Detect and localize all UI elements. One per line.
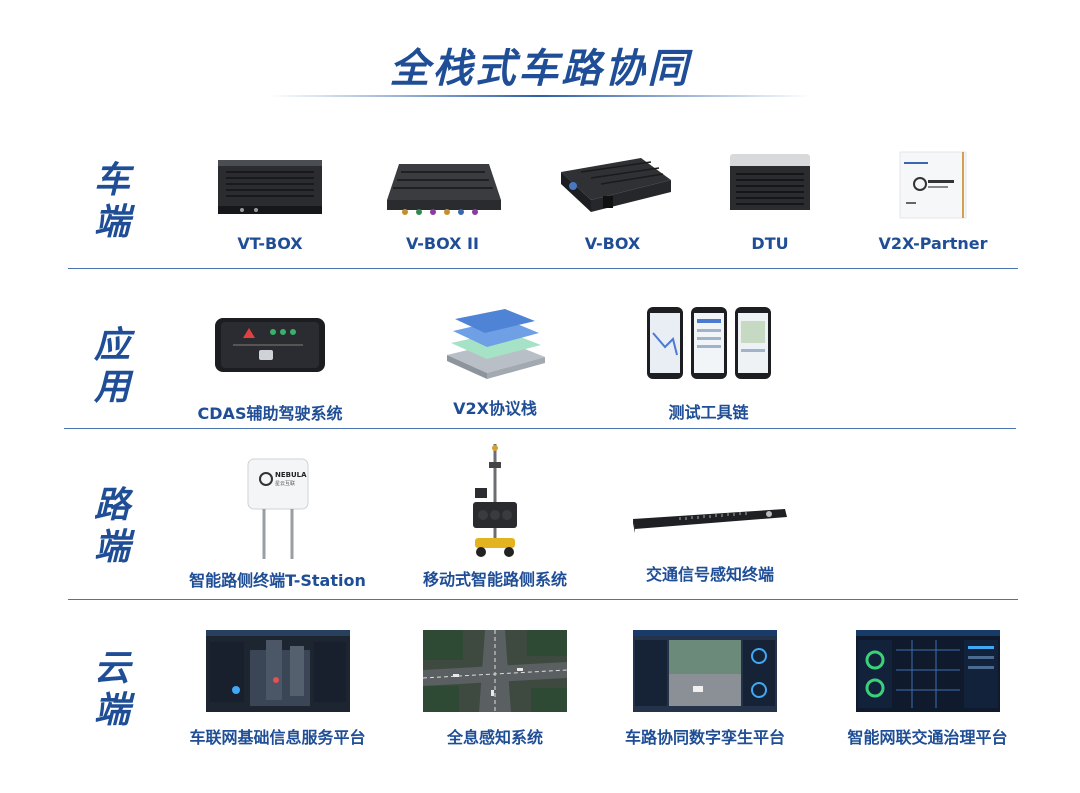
platform-traffic-governance[interactable]: 智能网联交通治理平台 bbox=[835, 630, 1020, 748]
page-title: 全栈式车路协同 bbox=[389, 46, 691, 92]
basic-info-service-screenshot bbox=[205, 630, 350, 712]
product-dtu[interactable]: DTU bbox=[715, 150, 825, 253]
traffic-governance-screenshot bbox=[855, 630, 1000, 712]
caption-t-station: 智能路侧终端T-Station bbox=[189, 571, 366, 590]
row-label-application-text: 应用 bbox=[93, 325, 130, 408]
v-box-ii-image bbox=[386, 164, 501, 215]
v2x-stack-image bbox=[447, 309, 545, 379]
row-label-vehicle-text: 车端 bbox=[93, 160, 130, 243]
product-v-box[interactable]: V-BOX bbox=[545, 150, 680, 253]
product-vt-box[interactable]: VT-BOX bbox=[200, 150, 340, 253]
caption-holographic-perception: 全息感知系统 bbox=[446, 728, 543, 747]
title-underline bbox=[270, 95, 810, 97]
caption-vt-box: VT-BOX bbox=[237, 234, 303, 253]
caption-cdas: CDAS辅助驾驶系统 bbox=[197, 404, 343, 423]
caption-test-toolchain: 测试工具链 bbox=[668, 403, 749, 422]
divider-1 bbox=[68, 268, 1018, 269]
row-label-vehicle: 车端 bbox=[88, 160, 136, 244]
row-label-road-text: 路端 bbox=[93, 485, 130, 568]
divider-3 bbox=[68, 599, 1018, 600]
row-label-cloud-text: 云端 bbox=[93, 648, 130, 731]
test-toolchain-phones-image bbox=[646, 307, 771, 379]
mobile-roadside-image bbox=[473, 444, 517, 557]
product-signal-terminal[interactable]: 交通信号感知终端 bbox=[625, 495, 795, 585]
caption-digital-twin: 车路协同数字孪生平台 bbox=[624, 728, 785, 747]
caption-v-box: V-BOX bbox=[584, 234, 641, 253]
platform-digital-twin[interactable]: 车路协同数字孪生平台 bbox=[610, 630, 800, 748]
caption-traffic-governance: 智能网联交通治理平台 bbox=[847, 728, 1008, 747]
vt-box-image bbox=[218, 160, 322, 214]
product-test-toolchain[interactable]: 测试工具链 bbox=[636, 303, 781, 423]
product-t-station[interactable]: NEBULA 星云互联 智能路侧终端T-Station bbox=[180, 455, 375, 591]
holographic-perception-screenshot bbox=[423, 630, 567, 712]
v-box-image bbox=[560, 158, 671, 212]
t-station-image: NEBULA 星云互联 bbox=[247, 458, 308, 559]
caption-v-box-ii: V-BOX II bbox=[406, 234, 479, 253]
dtu-image bbox=[730, 154, 810, 210]
caption-basic-info-service: 车联网基础信息服务平台 bbox=[189, 728, 366, 747]
t-station-logo-sub: 星云互联 bbox=[275, 480, 295, 487]
caption-v2x-partner: V2X-Partner bbox=[878, 234, 988, 253]
platform-holographic-perception[interactable]: 全息感知系统 bbox=[415, 630, 575, 748]
signal-terminal-image bbox=[633, 509, 787, 533]
cdas-phone-image bbox=[215, 318, 325, 372]
caption-mobile-roadside: 移动式智能路侧系统 bbox=[422, 570, 567, 589]
row-label-cloud: 云端 bbox=[88, 648, 136, 732]
caption-v2x-stack: V2X协议栈 bbox=[453, 399, 537, 418]
divider-2 bbox=[64, 428, 1016, 429]
t-station-logo-brand: NEBULA bbox=[275, 471, 307, 479]
v2x-partner-image bbox=[899, 151, 967, 219]
product-v2x-stack[interactable]: V2X协议栈 bbox=[425, 305, 565, 419]
caption-dtu: DTU bbox=[751, 234, 789, 253]
platform-basic-info-service[interactable]: 车联网基础信息服务平台 bbox=[180, 630, 375, 748]
caption-signal-terminal: 交通信号感知终端 bbox=[645, 565, 774, 584]
product-mobile-roadside[interactable]: 移动式智能路侧系统 bbox=[410, 440, 580, 590]
product-v2x-partner[interactable]: V2X-Partner bbox=[868, 150, 998, 253]
product-cdas[interactable]: CDAS辅助驾驶系统 bbox=[195, 310, 345, 424]
row-label-application: 应用 bbox=[88, 325, 136, 409]
digital-twin-screenshot bbox=[633, 630, 777, 712]
product-v-box-ii[interactable]: V-BOX II bbox=[370, 150, 515, 253]
row-label-road: 路端 bbox=[88, 485, 136, 569]
